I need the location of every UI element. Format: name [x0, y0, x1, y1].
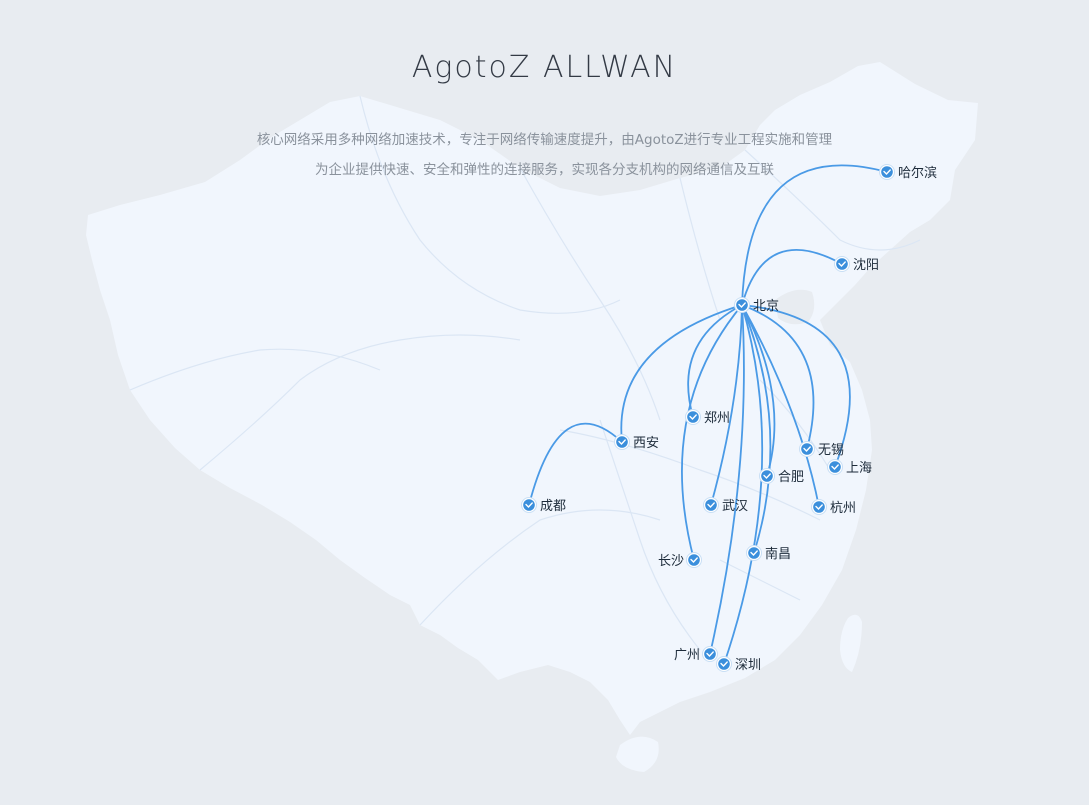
node-marker-icon [687, 411, 699, 423]
route-beijing-xian [620, 304, 743, 443]
bohai-sea [775, 289, 815, 325]
node-marker-icon [836, 258, 848, 270]
city-node-shenyang[interactable]: 沈阳 [834, 256, 880, 274]
route-beijing-harbin [741, 164, 888, 306]
route-xian-chengdu [528, 422, 623, 506]
route-beijing-shanghai [741, 304, 851, 468]
check-icon [525, 502, 533, 509]
city-label-hefei: 合肥 [778, 470, 804, 485]
node-marker-icon [829, 461, 841, 473]
check-icon [720, 661, 728, 668]
node-marker-icon [523, 499, 535, 511]
route-beijing-hefei [741, 304, 776, 477]
route-beijing-nanchang [741, 304, 772, 554]
check-icon [815, 504, 823, 511]
node-marker-icon [718, 658, 730, 670]
route-beijing-wuxi [741, 304, 815, 450]
route-beijing-shenyang [741, 249, 843, 306]
city-label-shenyang: 沈阳 [853, 258, 879, 273]
subtitle-line-1: 核心网络采用多种网络加速技术，专注于网络传输速度提升，由AgotoZ进行专业工程… [256, 132, 833, 148]
check-icon [689, 414, 697, 421]
check-icon [706, 651, 714, 658]
city-node-guangzhou[interactable]: 广州 [674, 646, 718, 664]
check-icon [803, 446, 811, 453]
city-label-changsha: 长沙 [658, 554, 684, 569]
node-marker-icon [704, 648, 716, 660]
city-label-hangzhou: 杭州 [830, 501, 856, 516]
taiwan-island [840, 614, 862, 672]
city-node-chengdu[interactable]: 成都 [521, 497, 567, 515]
node-marker-icon [748, 547, 760, 559]
city-label-guangzhou: 广州 [674, 648, 700, 663]
node-marker-icon [761, 470, 773, 482]
city-node-beijing[interactable]: 北京 [734, 297, 780, 315]
check-icon [707, 502, 715, 509]
check-icon [738, 302, 746, 309]
check-icon [690, 557, 698, 564]
city-label-harbin: 哈尔滨 [898, 165, 937, 181]
city-node-wuhan[interactable]: 武汉 [703, 497, 749, 515]
city-node-zhengzhou[interactable]: 郑州 [685, 409, 731, 427]
city-node-shanghai[interactable]: 上海 [827, 459, 873, 477]
city-label-chengdu: 成都 [540, 499, 566, 514]
city-node-wuxi[interactable]: 无锡 [799, 441, 845, 459]
city-node-hefei[interactable]: 合肥 [759, 468, 805, 486]
city-node-nanchang[interactable]: 南昌 [746, 545, 792, 563]
city-node-hangzhou[interactable]: 杭州 [811, 499, 857, 517]
check-icon [763, 473, 771, 480]
route-beijing-guangzhou [709, 304, 745, 655]
province-borders [129, 95, 921, 651]
subtitle-line-2: 为企业提供快速、安全和弹性的连接服务，实现各分支机构的网络通信及互联 [315, 162, 774, 178]
route-beijing-zhengzhou [687, 304, 743, 418]
city-label-wuhan: 武汉 [722, 499, 748, 514]
hainan-island [616, 736, 659, 772]
city-node-xian[interactable]: 西安 [614, 434, 660, 452]
node-marker-icon [688, 554, 700, 566]
city-label-nanchang: 南昌 [765, 546, 791, 562]
city-label-xian: 西安 [633, 436, 659, 451]
node-marker-icon [801, 443, 813, 455]
node-marker-icon [813, 501, 825, 513]
node-marker-icon [736, 299, 748, 311]
city-node-changsha[interactable]: 长沙 [658, 552, 702, 570]
node-marker-icon [616, 436, 628, 448]
check-icon [618, 439, 626, 446]
check-icon [883, 169, 891, 176]
check-icon [750, 550, 758, 557]
city-node-shenzhen[interactable]: 深圳 [716, 656, 762, 674]
city-label-shenzhen: 深圳 [735, 658, 761, 673]
route-beijing-wuhan [710, 304, 743, 506]
city-label-shanghai: 上海 [846, 461, 872, 476]
city-label-wuxi: 无锡 [818, 443, 844, 458]
check-icon [838, 261, 846, 268]
city-label-beijing: 北京 [753, 299, 779, 314]
page-title: AgotoZ ALLWAN [411, 50, 678, 85]
city-node-harbin[interactable]: 哈尔滨 [879, 164, 938, 182]
node-marker-icon [881, 166, 893, 178]
check-icon [831, 464, 839, 471]
city-label-zhengzhou: 郑州 [704, 411, 730, 426]
route-beijing-hangzhou [741, 304, 820, 508]
node-marker-icon [705, 499, 717, 511]
